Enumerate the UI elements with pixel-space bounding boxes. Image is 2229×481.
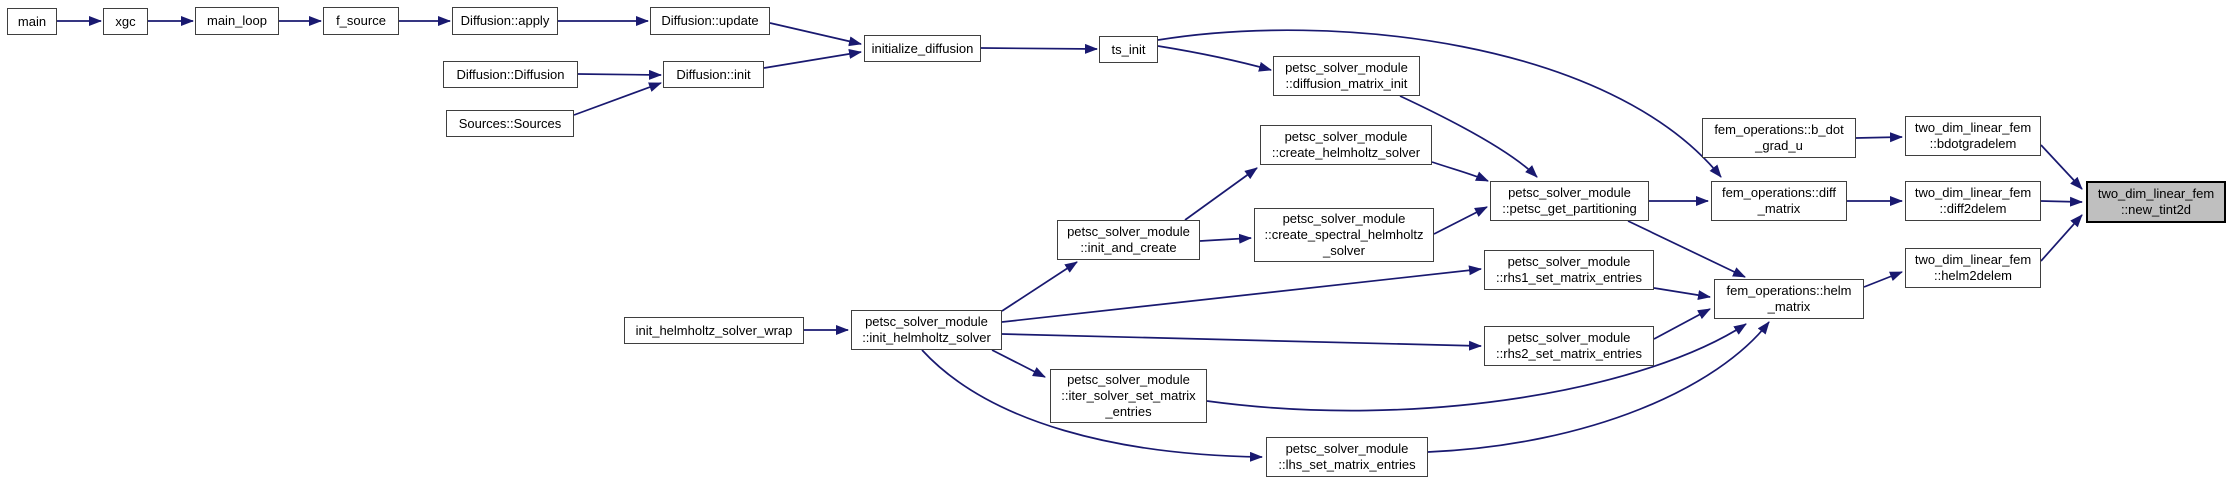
edge-init-helmholtz-rhs1	[1001, 265, 1482, 323]
node-init-helmholtz-solver[interactable]: petsc_solver_module ::init_helmholtz_sol…	[851, 310, 1002, 350]
node-diffusion-update[interactable]: Diffusion::update	[650, 7, 770, 35]
node-main-loop[interactable]: main_loop	[195, 7, 279, 35]
edge-diffusion-update-initialize-diffusion	[769, 22, 862, 47]
node-rhs1-set-matrix-entries[interactable]: petsc_solver_module ::rhs1_set_matrix_en…	[1484, 250, 1654, 290]
node-diffusion-matrix-init[interactable]: petsc_solver_module ::diffusion_matrix_i…	[1273, 56, 1420, 96]
node-diffusion-apply[interactable]: Diffusion::apply	[452, 7, 558, 35]
edge-init-and-create-create-helmholtz-solver	[1184, 167, 1258, 221]
edge-diffusion-diffusion-diffusion-init	[577, 69, 662, 80]
node-xgc[interactable]: xgc	[103, 8, 148, 35]
edge-rhs2-helm-matrix	[1653, 308, 1711, 340]
edge-bdotgradelem-new-tint2d	[2040, 144, 2083, 190]
edge-ts-init-diff-matrix	[1157, 29, 1722, 178]
node-f-source[interactable]: f_source	[323, 7, 399, 35]
edge-sources-sources-diffusion-init	[573, 82, 662, 116]
edge-init-helmholtz-lhs	[921, 349, 1263, 462]
edge-diffusion-matrix-init-petsc-get-partitioning	[1399, 95, 1538, 178]
edge-create-spectral-petsc-get-partitioning	[1433, 206, 1488, 235]
edge-init-helmholtz-init-and-create	[1001, 261, 1078, 312]
edge-rhs1-helm-matrix	[1653, 287, 1711, 301]
node-sources-sources[interactable]: Sources::Sources	[446, 110, 574, 137]
edge-diff2delem-new-tint2d	[2040, 196, 2083, 207]
edge-init-helmholtz-iter-solver	[991, 349, 1046, 378]
node-new-tint2d: two_dim_linear_fem ::new_tint2d	[2086, 181, 2226, 223]
edge-ts-init-diffusion-matrix-init	[1157, 45, 1272, 72]
edge-helm2delem-new-tint2d	[2040, 214, 2083, 262]
edge-init-helmholtz-rhs2	[1001, 333, 1482, 351]
node-create-helmholtz-solver[interactable]: petsc_solver_module ::create_helmholtz_s…	[1260, 125, 1432, 165]
edge-iter-solver-helm-matrix	[1206, 323, 1747, 412]
edge-create-helmholtz-petsc-get-partitioning	[1431, 161, 1489, 182]
node-diff2delem[interactable]: two_dim_linear_fem ::diff2delem	[1905, 181, 2041, 221]
edge-petsc-get-partitioning-helm-matrix	[1627, 220, 1746, 278]
node-diff-matrix[interactable]: fem_operations::diff _matrix	[1711, 181, 1847, 221]
node-bdotgradelem[interactable]: two_dim_linear_fem ::bdotgradelem	[1905, 116, 2041, 156]
node-ts-init[interactable]: ts_init	[1099, 36, 1158, 63]
node-initialize-diffusion[interactable]: initialize_diffusion	[864, 35, 981, 62]
edge-helm-matrix-helm2delem	[1863, 271, 1903, 288]
node-b-dot-grad-u[interactable]: fem_operations::b_dot _grad_u	[1702, 118, 1856, 158]
edge-lhs-helm-matrix	[1427, 321, 1770, 453]
edge-diffusion-init-initialize-diffusion	[763, 49, 862, 69]
edge-b-dot-grad-u-bdotgradelem	[1855, 132, 1903, 143]
edge-init-and-create-create-spectral	[1199, 233, 1252, 244]
node-rhs2-set-matrix-entries[interactable]: petsc_solver_module ::rhs2_set_matrix_en…	[1484, 326, 1654, 366]
node-helm-matrix[interactable]: fem_operations::helm _matrix	[1714, 279, 1864, 319]
node-lhs-set-matrix-entries[interactable]: petsc_solver_module ::lhs_set_matrix_ent…	[1266, 437, 1428, 477]
node-iter-solver-set-matrix-entries[interactable]: petsc_solver_module ::iter_solver_set_ma…	[1050, 369, 1207, 423]
node-init-and-create[interactable]: petsc_solver_module ::init_and_create	[1057, 220, 1200, 260]
node-main[interactable]: main	[7, 8, 57, 35]
node-petsc-get-partitioning[interactable]: petsc_solver_module ::petsc_get_partitio…	[1490, 181, 1649, 221]
edge-initialize-diffusion-ts-init	[980, 43, 1098, 54]
node-diffusion-init[interactable]: Diffusion::init	[663, 61, 764, 88]
node-diffusion-diffusion[interactable]: Diffusion::Diffusion	[443, 61, 578, 88]
node-helm2delem[interactable]: two_dim_linear_fem ::helm2delem	[1905, 248, 2041, 288]
node-create-spectral-helmholtz-solver[interactable]: petsc_solver_module ::create_spectral_he…	[1254, 208, 1434, 262]
node-init-helmholtz-solver-wrap[interactable]: init_helmholtz_solver_wrap	[624, 317, 804, 344]
